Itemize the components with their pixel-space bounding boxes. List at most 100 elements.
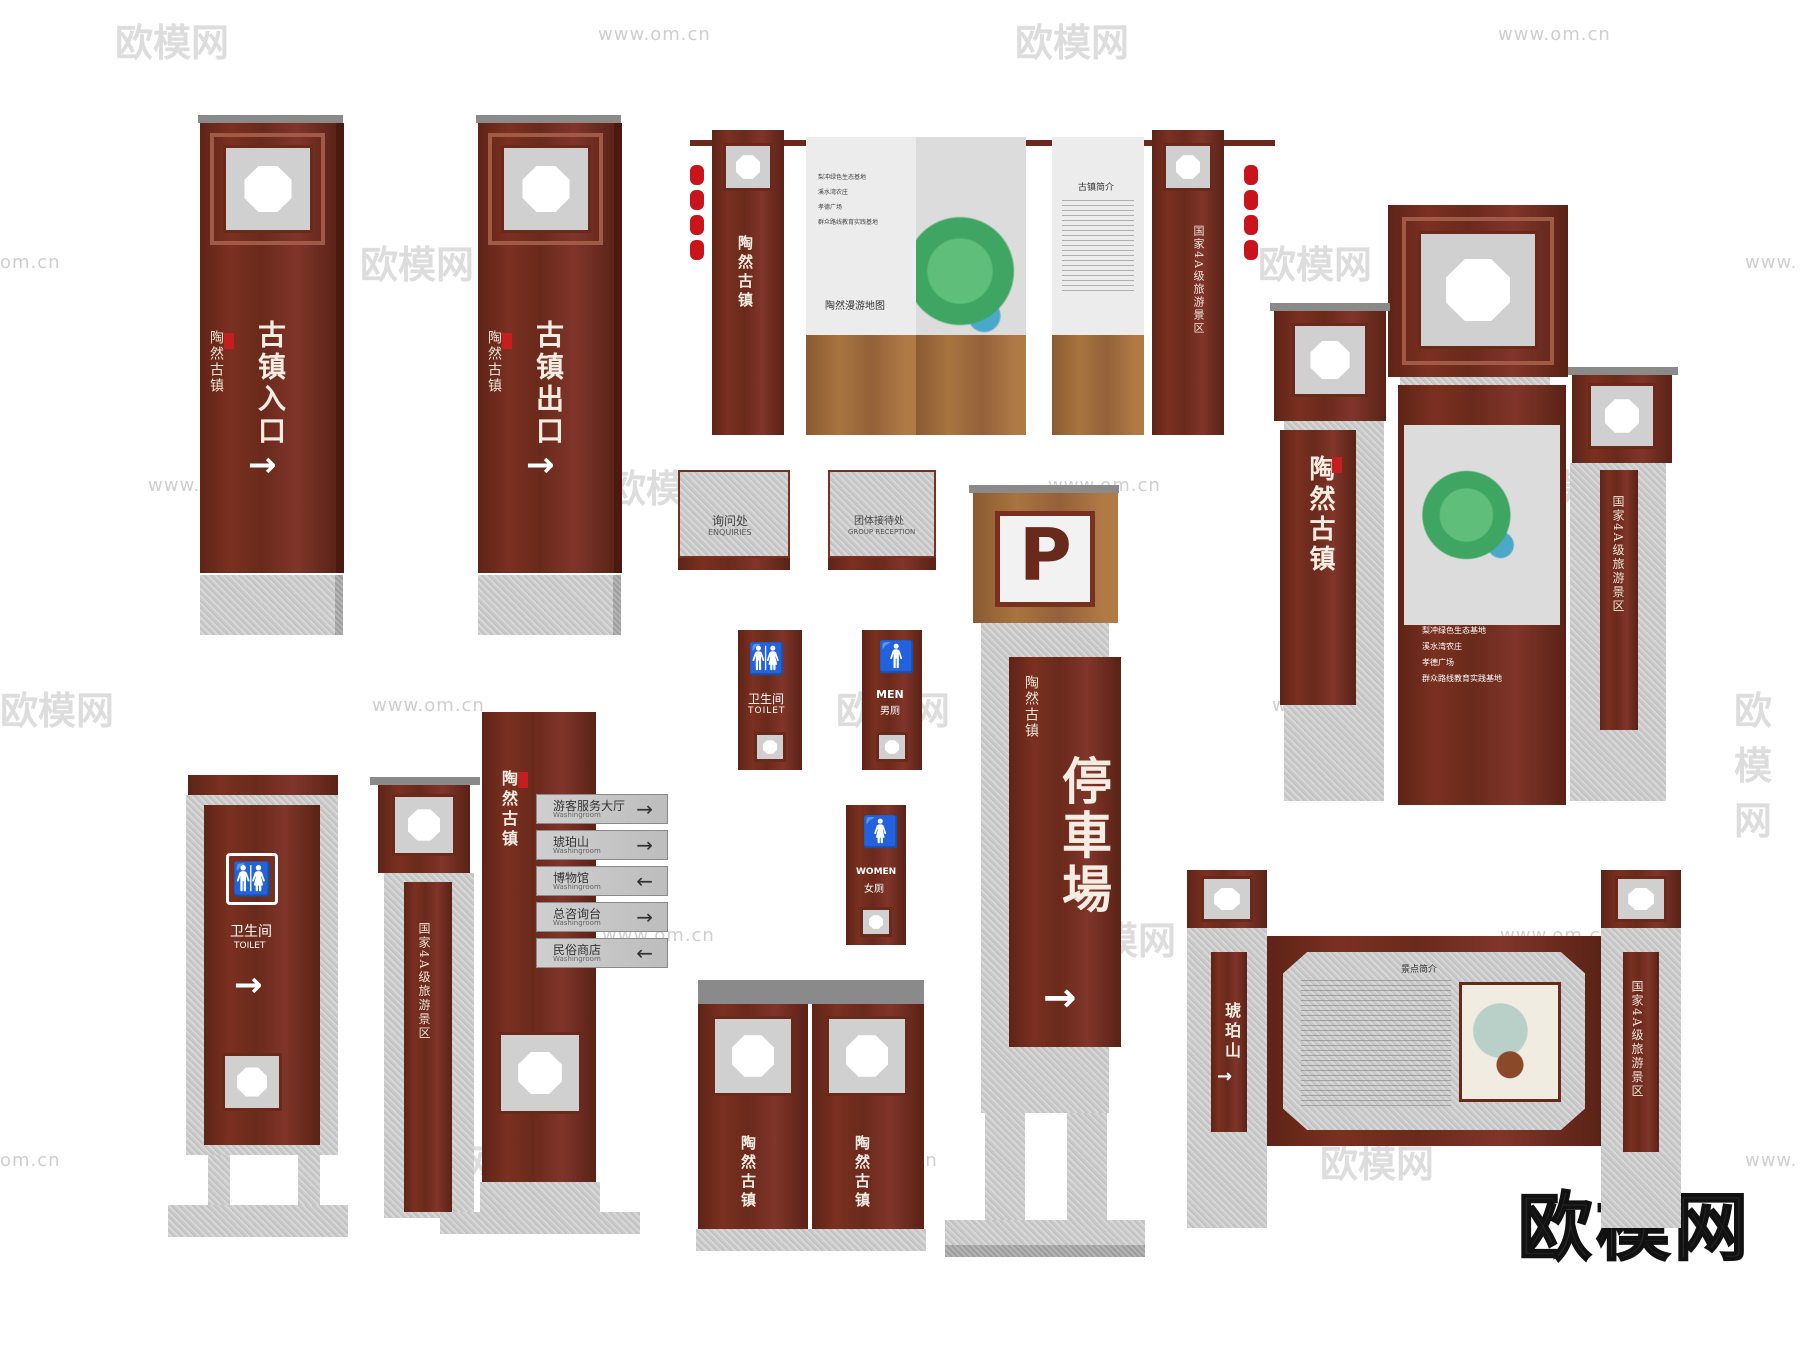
toilet-cn: 卫生间: [230, 924, 272, 940]
panel1-lines: 梨冲绿色生态基地 溪水湾农庄 孝德广场 群众路线教育实践基地: [818, 174, 879, 226]
toilet-cn: 卫生间: [748, 692, 785, 706]
octagon-window-icon: [222, 1053, 282, 1111]
exit-sign: 陶然古镇 古镇出口 →: [476, 115, 622, 640]
watermark-brand: 欧模网: [1258, 243, 1373, 287]
parking-p-icon: P: [1019, 513, 1072, 597]
toilet-plate: 🚻 卫生间 TOILET: [738, 630, 802, 770]
men-plate: 🚹 MEN 男厕: [862, 630, 922, 770]
women-en: WOMEN: [856, 867, 897, 877]
direction-plate: 民俗商店 Washingroom ←: [536, 938, 668, 968]
octagon-window-icon: [392, 794, 456, 856]
text-block: [1301, 980, 1451, 1110]
panel3-title: 古镇简介: [1078, 183, 1115, 193]
side-text: 国家4A级旅游景区: [1630, 980, 1644, 1099]
brand-text: 陶然古镇: [499, 770, 518, 850]
brand-text: 陶然古镇: [739, 1135, 757, 1211]
watermark-brand: 欧模网: [1320, 1142, 1435, 1186]
entrance-sign: 陶然古镇 古镇入口 →: [198, 115, 344, 640]
toilet-post-sign: 🚻 卫生间 TOILET →: [168, 775, 348, 1245]
group-reception-sign: 团体接待处 GROUP RECEPTION: [828, 470, 936, 572]
sign-text: 古镇入口: [254, 320, 287, 448]
brand-text: 陶然古镇: [853, 1135, 871, 1211]
text-block: [1062, 200, 1134, 295]
watermark-url: www.om.cn: [372, 695, 485, 716]
arrow-right-icon: →: [1217, 1066, 1233, 1087]
watermark-url: om.cn: [0, 1150, 61, 1171]
watermark-url: www.om.cn: [1498, 24, 1611, 45]
left-text: 琥珀山: [1222, 1002, 1241, 1062]
octagon-window-icon: [860, 907, 892, 937]
toilet-icon: 🚻: [226, 853, 278, 905]
panel1-caption: 陶然漫游地图: [825, 301, 885, 312]
lantern-icon: [1244, 165, 1258, 185]
lantern-icon: [690, 165, 704, 185]
lantern-icon: [1244, 190, 1258, 210]
octagon-window-icon: [1201, 876, 1253, 922]
toilet-en: TOILET: [748, 706, 786, 716]
arrow-right-icon: →: [1043, 975, 1077, 1021]
brand-text: 陶然古镇: [208, 330, 224, 394]
group-reception-cn: 团体接待处: [854, 516, 904, 527]
sign-text: 古镇出口: [532, 320, 565, 448]
enquiries-cn: 询问处: [712, 514, 749, 528]
lantern-icon: [690, 240, 704, 260]
arrow-right-icon: →: [636, 833, 653, 857]
octagon-window-icon: [501, 145, 591, 233]
octagon-window-icon: [498, 1032, 582, 1114]
lantern-icon: [690, 215, 704, 235]
octagon-window-icon: [712, 1016, 794, 1096]
woman-icon: 🚺: [862, 815, 900, 850]
parking-text: 停車場: [1054, 755, 1113, 917]
arrow-right-icon: →: [234, 965, 263, 1005]
brand-text: 陶然古镇: [736, 235, 754, 311]
side-text: 国家4A级旅游景区: [1192, 225, 1205, 335]
watermark-brand: 欧模网: [360, 243, 475, 287]
women-cn: 女厕: [864, 884, 884, 895]
side-text: 国家4A级旅游景区: [417, 922, 431, 1041]
arrow-right-icon: →: [636, 797, 653, 821]
brand-text: 陶然古镇: [486, 330, 502, 394]
arrow-left-icon: ←: [636, 941, 653, 965]
men-en: MEN: [876, 688, 904, 701]
octagon-window-icon: [723, 143, 773, 191]
women-plate: 🚺 WOMEN 女厕: [846, 805, 906, 945]
octagon-window-icon: [1163, 143, 1213, 191]
man-icon: 🚹: [878, 640, 916, 675]
watermark-url: om.cn: [0, 252, 61, 273]
arrow-right-icon: →: [526, 445, 555, 485]
direction-plate: 琥珀山 Washingroom →: [536, 830, 668, 860]
octagon-window-icon: [826, 1016, 908, 1096]
toilet-en: TOILET: [234, 941, 266, 951]
side-text: 国家4A级旅游景区: [1611, 495, 1625, 614]
watermark-url: www.: [1745, 1150, 1798, 1171]
map-panel: [1404, 425, 1560, 625]
group-reception-en: GROUP RECEPTION: [848, 528, 916, 536]
brand-text: 陶然古镇: [1305, 455, 1335, 575]
direction-plate: 博物馆 Washingroom ←: [536, 866, 668, 896]
toilet-icon: 🚻: [748, 642, 786, 677]
directory-sign: 国家4A级旅游景区 陶然古镇 游客服务大厅 Washingroom → 琥珀山 …: [370, 712, 670, 1242]
watermark-url: www.om.cn: [598, 24, 711, 45]
lantern-icon: [1244, 215, 1258, 235]
brand-text: 陶然古镇: [1023, 675, 1039, 739]
direction-plate: 总咨询台 Washingroom →: [536, 902, 668, 932]
parking-sign: P 陶然古镇 停車場 →: [945, 485, 1145, 1265]
lantern-icon: [1244, 240, 1258, 260]
landscape-image: [1459, 982, 1561, 1102]
enquiries-en: ENQUIRIES: [708, 528, 752, 537]
scenic-intro-board: 琥珀山 → 景点简介 国家4A级旅游景区: [1183, 870, 1683, 1240]
octagon-window-icon: [754, 732, 786, 762]
watermark-brand: 欧模网: [0, 689, 115, 733]
direction-plates: 游客服务大厅 Washingroom → 琥珀山 Washingroom → 博…: [536, 794, 670, 974]
watermark-brand: 欧模网: [115, 21, 230, 65]
direction-plate: 游客服务大厅 Washingroom →: [536, 794, 668, 824]
octagon-window-icon: [1418, 231, 1538, 349]
gallery-board: 陶然古镇 梨冲绿色生态基地 溪水湾农庄 孝德广场 群众路线教育实践基地 陶然漫游…: [690, 125, 1275, 435]
octagon-window-icon: [1615, 876, 1667, 922]
watermark-brand: 欧模网: [1015, 21, 1130, 65]
octagon-window-icon: [1588, 383, 1656, 449]
octagon-window-icon: [876, 732, 908, 762]
enquiries-sign: 询问处 ENQUIRIES: [678, 470, 790, 572]
lantern-icon: [690, 190, 704, 210]
big-map-sign: 陶然古镇 梨冲绿色生态基地 溪水湾农庄 孝德广场 群众路线教育实践基地 国家4A…: [1270, 205, 1685, 805]
